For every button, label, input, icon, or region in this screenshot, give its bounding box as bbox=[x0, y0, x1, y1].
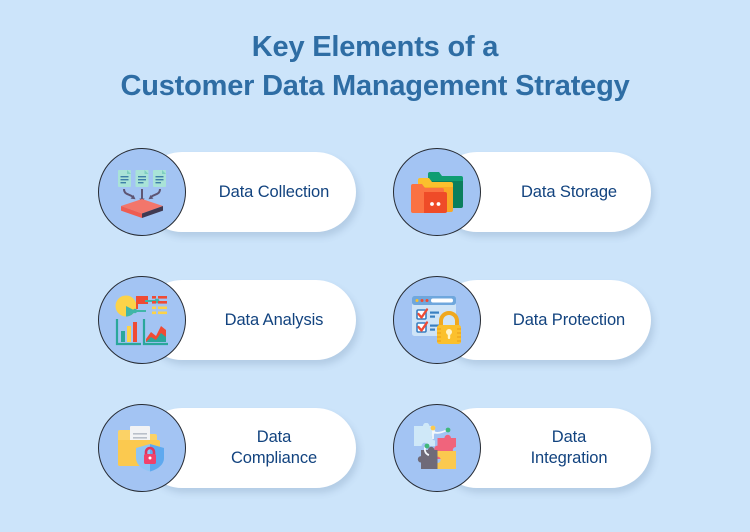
page-title-line-2: Customer Data Management Strategy bbox=[120, 70, 630, 102]
charts-dashboard-icon bbox=[98, 276, 186, 364]
browser-checklist-padlock-icon bbox=[393, 276, 481, 364]
page-title-line-1: Key Elements of a bbox=[251, 31, 499, 63]
card-data-storage[interactable]: Data Storage bbox=[393, 148, 651, 236]
folder-shield-lock-icon bbox=[98, 404, 186, 492]
folders-stack-icon bbox=[393, 148, 481, 236]
card-row: Data Compliance bbox=[0, 404, 750, 532]
card-row: Data Analysis bbox=[0, 276, 750, 404]
documents-to-platform-icon bbox=[98, 148, 186, 236]
card-label: Data Analysis bbox=[224, 310, 324, 329]
card-label: Data Integration bbox=[530, 428, 608, 467]
card-label: Data Storage bbox=[520, 182, 618, 201]
card-data-analysis[interactable]: Data Analysis bbox=[98, 276, 356, 364]
elements-grid: Data Collection bbox=[0, 148, 750, 532]
card-data-integration[interactable]: Data Integration bbox=[393, 404, 651, 492]
puzzle-pieces-network-icon bbox=[393, 404, 481, 492]
card-label: Data Protection bbox=[512, 310, 626, 329]
card-data-compliance[interactable]: Data Compliance bbox=[98, 404, 356, 492]
card-row: Data Collection bbox=[0, 148, 750, 276]
card-label: Data Compliance bbox=[230, 428, 318, 467]
card-label: Data Collection bbox=[218, 182, 330, 201]
card-data-protection[interactable]: Data Protection bbox=[393, 276, 651, 364]
page-title: Key Elements of a Customer Data Manageme… bbox=[0, 28, 750, 106]
card-data-collection[interactable]: Data Collection bbox=[98, 148, 356, 236]
